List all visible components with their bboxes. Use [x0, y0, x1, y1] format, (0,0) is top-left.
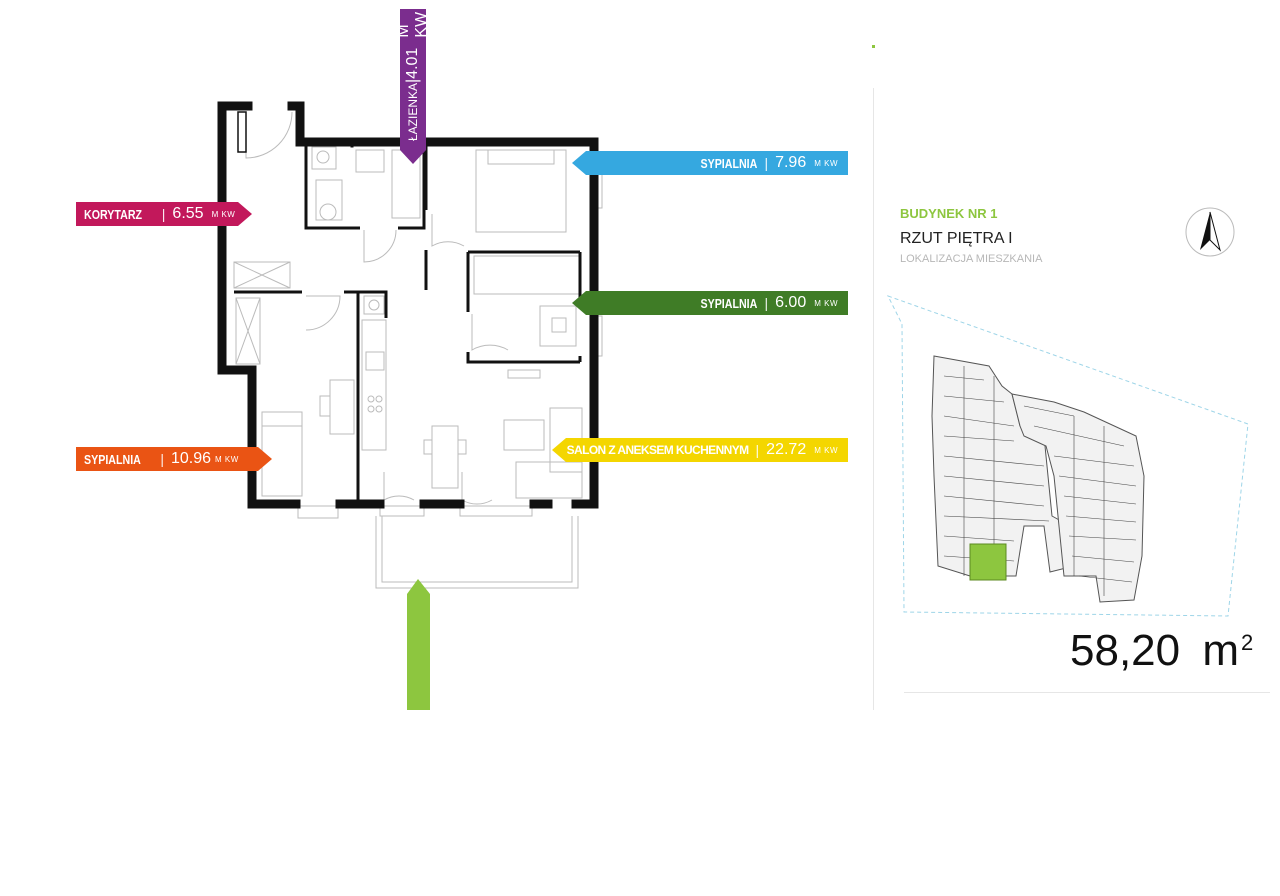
room-name: ŁAZIENKA	[406, 82, 420, 141]
location-label: LOKALIZACJA MIESZKANIA	[900, 253, 1043, 265]
room-area: 6.55	[172, 205, 204, 222]
room-area: 6.00	[775, 294, 807, 311]
total-area-unit: m	[1202, 626, 1239, 675]
area-unit: M KW	[215, 454, 239, 464]
room-tag-salon: SALON Z ANEKSEM KUCHENNYM | 22.72 M KW	[552, 438, 848, 462]
room-area: 7.96	[775, 154, 807, 171]
washbasin	[355, 149, 385, 173]
bed-2	[473, 255, 581, 295]
desk-3	[329, 379, 355, 435]
area-unit: M KW	[814, 445, 838, 455]
north-arrow-icon	[1185, 207, 1235, 257]
room-tag-sypialnia-3: SYPIALNIA | 10.96 M KW	[76, 447, 272, 471]
dining-table	[431, 425, 459, 489]
room-tag-korytarz: KORYTARZ | 6.55 M KW	[76, 202, 252, 226]
total-area-superscript: 2	[1241, 630, 1254, 655]
panel-divider	[873, 88, 874, 710]
area-unit: M KW	[211, 209, 236, 219]
room-name: KORYTARZ	[84, 206, 143, 222]
room-tag-sypialnia-1: SYPIALNIA | 7.96 M KW	[572, 151, 848, 175]
separator: |	[764, 295, 769, 311]
area-underline	[904, 692, 1270, 693]
sofa	[515, 461, 583, 499]
wardrobe-2	[235, 297, 261, 365]
room-tag-lazienka: ŁAZIENKA | 4.01 M KW	[395, 9, 430, 159]
separator: |	[161, 206, 166, 222]
room-area: 4.01	[404, 47, 421, 79]
room-tag-sypialnia-2: SYPIALNIA | 6.00 M KW	[572, 291, 848, 315]
kitchen-counter	[361, 319, 387, 451]
room-name: SYPIALNIA	[700, 155, 758, 171]
separator: |	[755, 442, 760, 458]
separator: |	[404, 78, 421, 83]
bathtub	[391, 149, 421, 219]
area-unit: M KW	[814, 298, 838, 308]
washbasin-small	[311, 146, 337, 170]
area-unit: M KW	[814, 158, 838, 168]
area-unit: M KW	[395, 11, 430, 38]
wardrobe-1	[233, 261, 291, 289]
separator: |	[764, 155, 769, 171]
room-name: SALON Z ANEKSEM KUCHENNYM	[566, 443, 750, 457]
bed-1	[475, 149, 567, 233]
desk-2	[539, 305, 577, 347]
room-area: 22.72	[766, 441, 807, 458]
room-name: SYPIALNIA	[700, 295, 758, 311]
total-area-value: 58,20	[1070, 626, 1181, 675]
room-name: SYPIALNIA	[84, 451, 141, 467]
floor-name: RZUT PIĘTRA I	[900, 230, 1013, 247]
separator: |	[160, 451, 164, 467]
coffee-table	[503, 419, 545, 451]
apartment-location-marker	[969, 543, 1007, 581]
site-plan-map	[886, 295, 1249, 617]
building-name: BUDYNEK NR 1	[900, 206, 998, 221]
room-area: 10.96	[170, 450, 212, 467]
accent-dot	[872, 45, 875, 48]
total-area: 58,20 m2	[1070, 626, 1253, 676]
